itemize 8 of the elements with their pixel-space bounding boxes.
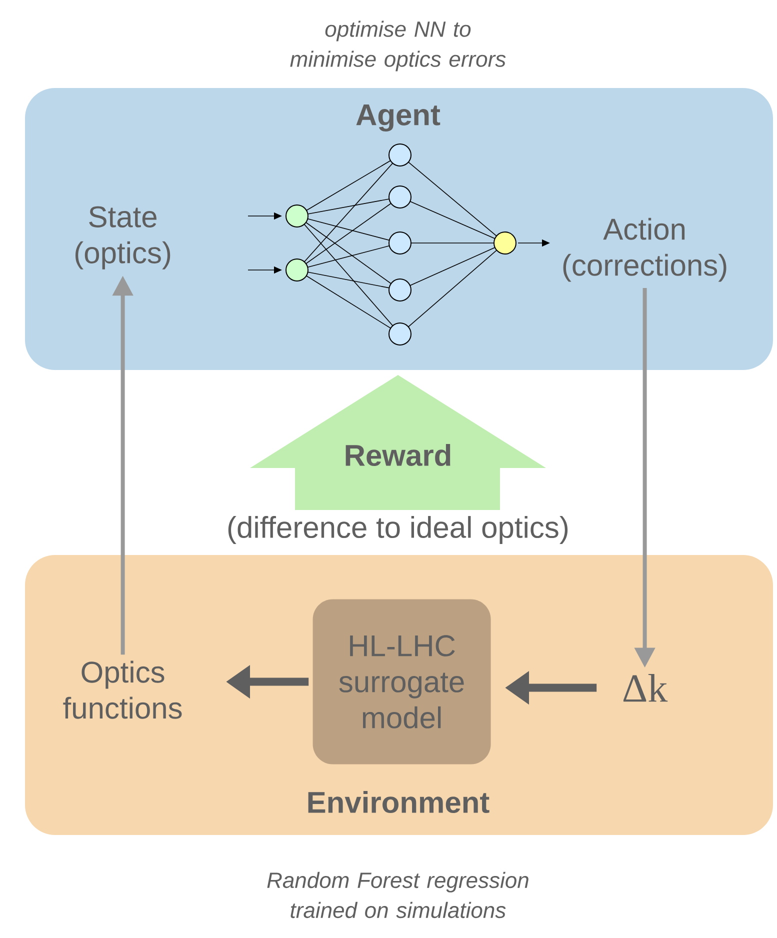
surrogate-model-box: HL-LHC surrogate model	[312, 599, 491, 764]
state-label: State (optics)	[76, 206, 170, 270]
action-label: Action (corrections)	[563, 218, 726, 282]
delta-k-label: Δk	[623, 674, 668, 702]
node-label: optimise NN to minimise optics errors	[290, 20, 506, 72]
node-label: Random Forest regression trained on simulations	[267, 872, 528, 918]
optics-functions-label: Optics functions	[63, 660, 182, 719]
node-label: (difference to ideal optics)	[228, 516, 568, 544]
